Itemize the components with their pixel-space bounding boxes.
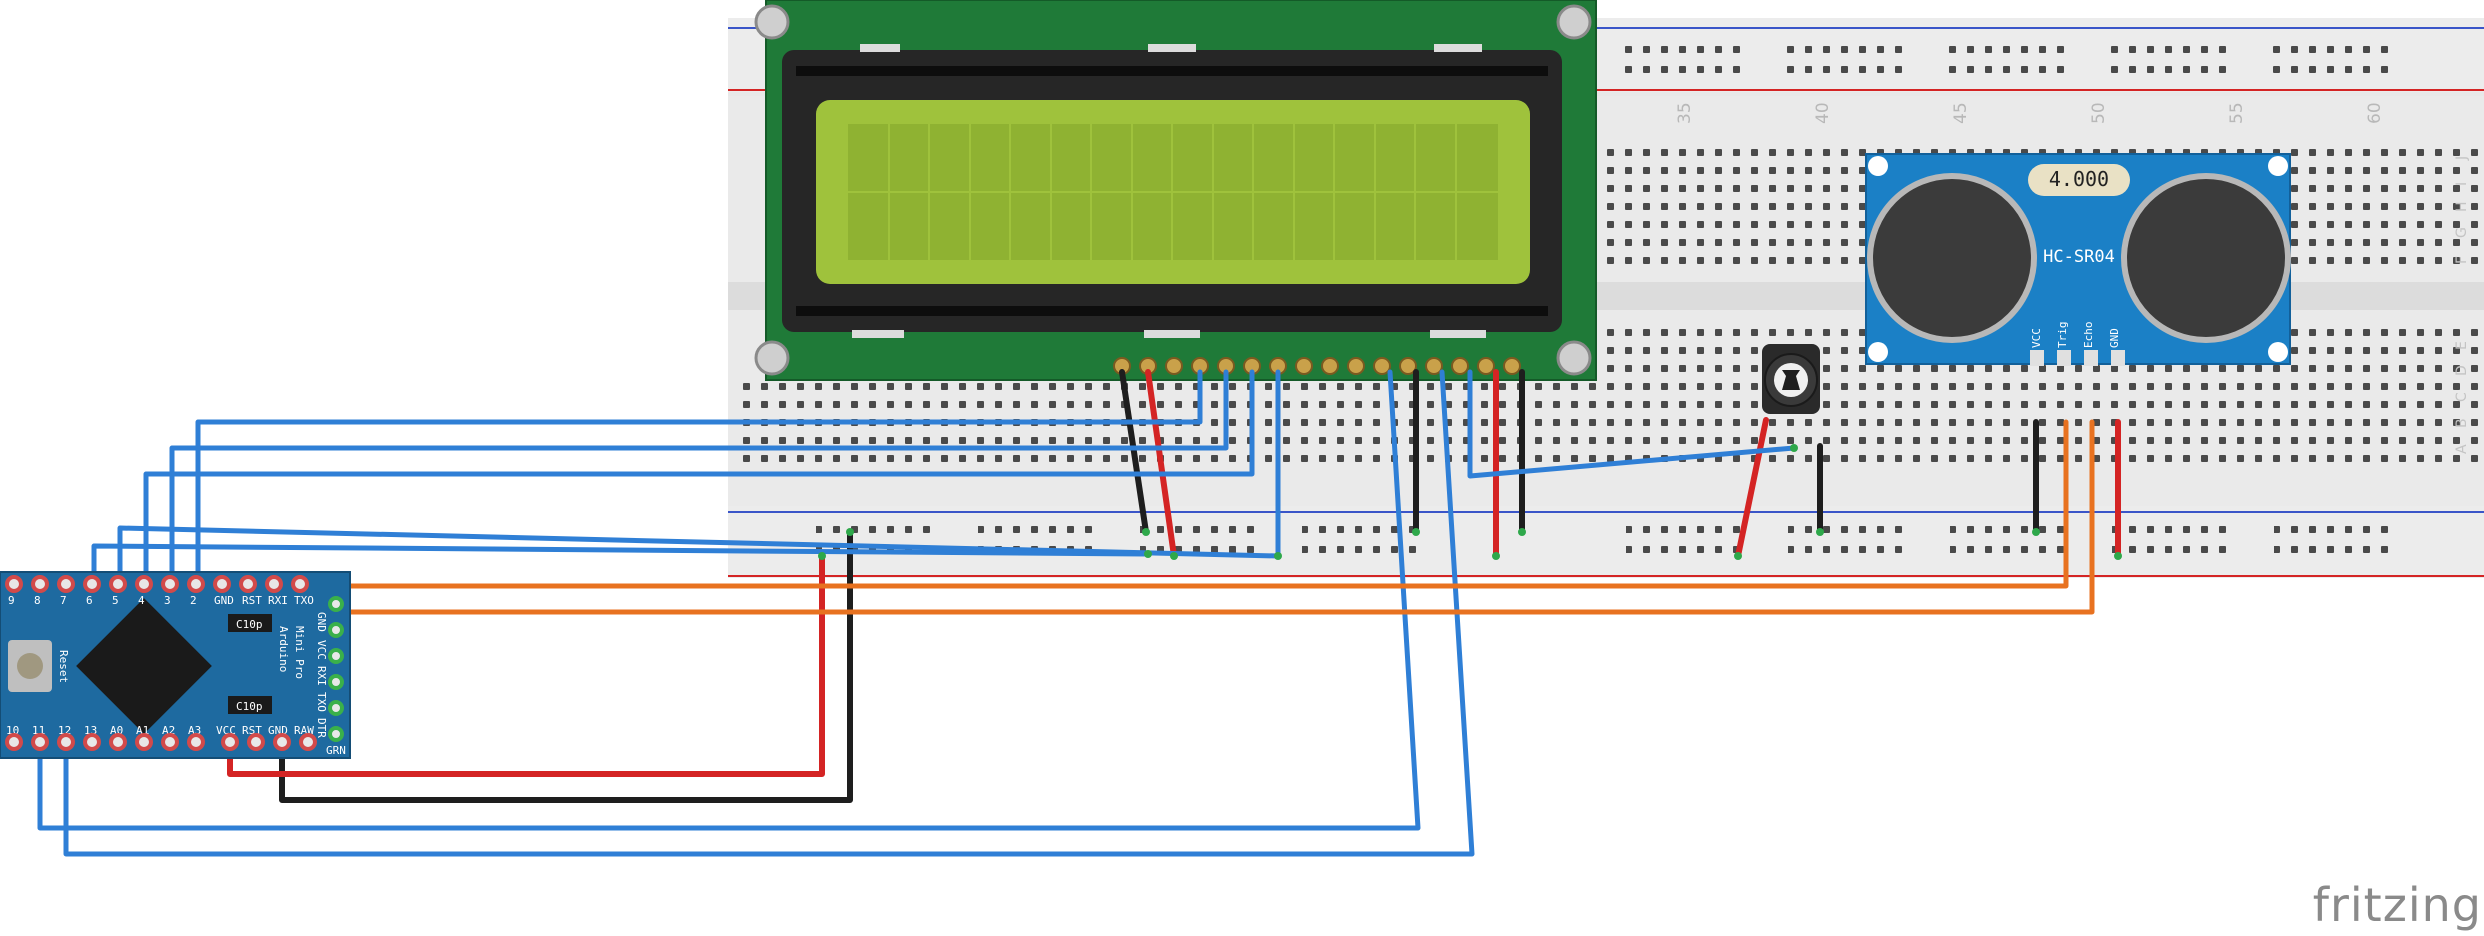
- reset-label: Reset: [57, 650, 70, 683]
- pin-label: GND: [214, 594, 234, 607]
- column-label: 45: [1951, 102, 1971, 124]
- row-label: E: [2454, 341, 2470, 350]
- sensor-model-label: HC-SR04: [2043, 247, 2115, 267]
- sensor-pin-label: Echo: [2082, 322, 2095, 349]
- pin-label: GRN: [326, 744, 346, 757]
- sensor-pin-label: Trig: [2056, 322, 2069, 349]
- wire-blue[interactable]: [195, 369, 1203, 587]
- row-label: A: [2454, 444, 2470, 454]
- sensor-crystal-label: 4.000: [2049, 167, 2109, 191]
- pin-label: RST: [242, 594, 262, 607]
- fritzing-logo: fritzing: [2312, 878, 2482, 932]
- wire-blue[interactable]: [169, 369, 1229, 587]
- pin-label: 7: [60, 594, 67, 607]
- pin-label: RXI: [268, 594, 288, 607]
- column-label: 55: [2227, 102, 2247, 124]
- pin-label: 2: [190, 594, 197, 607]
- pin-label: RXI: [315, 666, 328, 686]
- mcu-chip: [76, 598, 212, 734]
- pin-label: 9: [8, 594, 15, 607]
- potentiometer[interactable]: [1762, 344, 1820, 414]
- column-label: 60: [2365, 102, 2385, 124]
- row-label: C: [2454, 392, 2470, 402]
- wire-blue[interactable]: [37, 369, 1421, 831]
- sensor-pin-label: VCC: [2030, 328, 2043, 348]
- sensor-pin-label: GND: [2108, 328, 2121, 348]
- capacitor-label: C10p: [236, 700, 263, 713]
- column-label: 35: [1675, 102, 1695, 124]
- wire-red[interactable]: [1735, 417, 1769, 559]
- row-label: J: [2454, 156, 2470, 161]
- wire-red[interactable]: [1145, 369, 1177, 559]
- row-label: I: [2454, 182, 2470, 186]
- sensor-crystal: [2028, 164, 2130, 196]
- capacitor-label: C10p: [236, 618, 263, 631]
- pin-label: DTR: [315, 718, 328, 738]
- pin-label: VCC: [315, 640, 328, 660]
- pin-label: 3: [164, 594, 171, 607]
- reset-button[interactable]: [17, 653, 43, 679]
- column-label: 40: [1813, 102, 1833, 124]
- pin-label: 5: [112, 594, 119, 607]
- bottom-power-rail: [728, 506, 2484, 578]
- lcd-display-module: [754, 0, 1597, 381]
- column-label: 50: [2089, 102, 2109, 124]
- pin-label: 8: [34, 594, 41, 607]
- row-label: F: [2454, 256, 2470, 264]
- board-name: Arduino: [277, 626, 290, 672]
- arduino-pro-mini: Reset C10p C10p Arduino Mini Pro 9 8 7 6…: [0, 571, 351, 759]
- row-label: H: [2454, 201, 2470, 212]
- wire-blue[interactable]: [117, 369, 1281, 587]
- row-label: D: [2454, 365, 2470, 376]
- board-model: Mini Pro: [293, 626, 306, 679]
- row-label: B: [2454, 418, 2470, 428]
- pin-label: 6: [86, 594, 93, 607]
- pin-label: TXO: [315, 692, 328, 712]
- pin-label: 4: [138, 594, 145, 607]
- ultrasonic-sensor: 4.000 HC-SR04 VCC Trig Echo GND: [1865, 153, 2291, 366]
- pin-label: TXO: [294, 594, 314, 607]
- wire-black[interactable]: [1119, 369, 1149, 535]
- row-label: G: [2454, 227, 2470, 238]
- pin-label: GND: [315, 612, 328, 632]
- wire-blue[interactable]: [1467, 369, 1797, 479]
